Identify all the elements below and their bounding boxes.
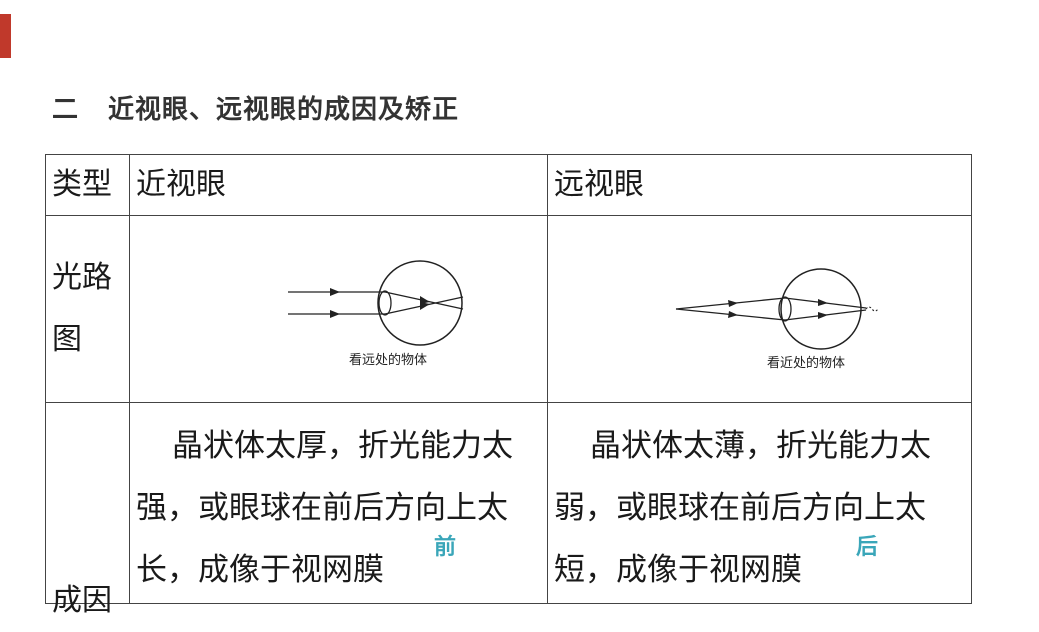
hyperopia-cause-text: 晶状体太薄，折光能力太弱，或眼球在前后方向上太短，成像于视网膜	[554, 428, 931, 588]
section-title-text: 近视眼、远视眼的成因及矫正	[108, 95, 460, 125]
myopia-cause-cell: 晶状体太厚，折光能力太强，或眼球在前后方向上太长，成像于视网膜	[129, 402, 548, 604]
header-cell-type: 类型	[45, 154, 130, 216]
comparison-table: 类型 近视眼 远视眼 光路图 看远处的物体	[45, 154, 972, 618]
cause-row-label-cell: 成因	[45, 402, 130, 618]
hyperopia-diagram-cell: 看近处的物体	[547, 215, 972, 403]
myopia-cause-text: 晶状体太厚，折光能力太强，或眼球在前后方向上太长，成像于视网膜	[136, 428, 513, 588]
diagram-row: 光路图 看远处的物体	[45, 215, 972, 403]
myopia-diagram-caption: 看远处的物体	[349, 352, 427, 368]
hyperopia-diagram-caption: 看近处的物体	[767, 355, 845, 371]
cause-row: 成因 晶状体太厚，折光能力太强，或眼球在前后方向上太长，成像于视网膜 晶状体太薄…	[45, 402, 972, 618]
header-cell-hyperopia: 远视眼	[547, 154, 972, 216]
cause-row-label: 成因	[52, 583, 112, 618]
myopia-ray-diagram: 看远处的物体	[288, 260, 464, 368]
myopia-diagram-cell: 看远处的物体	[129, 215, 548, 403]
myopia-answer-hint: 前	[434, 535, 457, 560]
diagram-row-label: 光路图	[52, 260, 112, 357]
accent-bar	[0, 14, 11, 58]
section-title: 二近视眼、远视眼的成因及矫正	[52, 92, 459, 128]
diagram-row-label-cell: 光路图	[45, 215, 130, 403]
hyperopia-ray-diagram: 看近处的物体	[675, 268, 879, 371]
section-number: 二	[52, 95, 80, 125]
hyperopia-answer-hint: 后	[856, 535, 879, 560]
header-row: 类型 近视眼 远视眼	[45, 154, 972, 216]
header-cell-myopia: 近视眼	[129, 154, 548, 216]
hyperopia-cause-cell: 晶状体太薄，折光能力太弱，或眼球在前后方向上太短，成像于视网膜	[547, 402, 972, 604]
